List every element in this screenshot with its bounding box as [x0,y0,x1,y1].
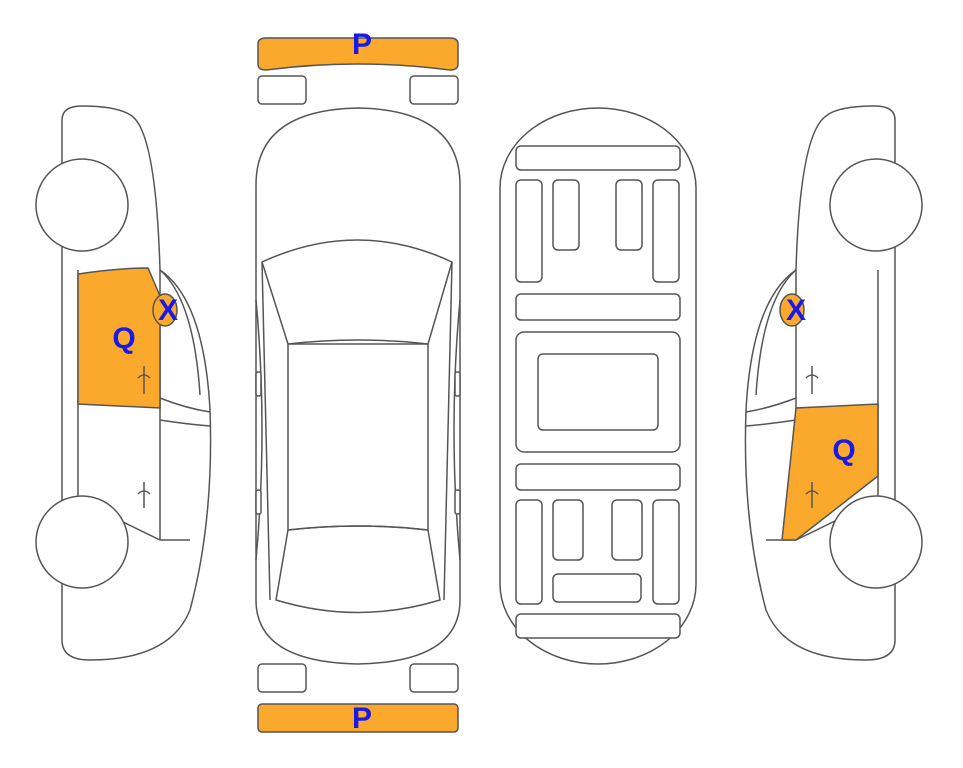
left-side-line [255,299,263,561]
rear-window [275,525,441,614]
right-mirror-top [454,371,461,397]
underside-cross-1 [515,293,681,321]
right-handle-top [454,489,461,515]
right-front-wheel [829,158,923,252]
left-mirror-marker: X [158,294,178,327]
underside-front-bar [515,145,681,171]
left-front-wheel [35,158,129,252]
underside-cross-2 [515,463,681,491]
underside-view [499,107,697,665]
left-front-door-marker: Q [112,322,135,355]
underside-rear-bar [515,613,681,639]
rear-right-light [409,663,459,693]
right-mirror-marker: X [786,294,806,327]
right-rear-handle [805,482,819,508]
underside-rear-left-block [552,499,584,561]
front-bumper-marker: P [352,28,372,61]
left-mirror-top [255,371,262,397]
underside-center-panel [537,353,659,431]
right-rear-wheel [829,495,923,589]
right-side-view: Q X [744,105,923,661]
right-mirror-panel[interactable] [779,293,805,327]
left-rear-handle [137,482,151,508]
front-right-light [409,75,459,105]
windshield [261,239,453,345]
rear-bumper-marker: P [352,702,372,735]
rear-bumper-panel[interactable] [257,703,459,733]
right-front-door-panel[interactable] [781,403,879,541]
right-side-line [453,299,461,561]
right-front-door-marker: Q [832,434,855,467]
left-side-hood-line [159,419,211,427]
front-left-light [257,75,307,105]
right-side-hood-line [745,419,797,427]
underside-front-left-rail [515,179,543,283]
right-pillar [443,261,453,601]
underside-rear-right-rail [652,499,680,605]
rear-left-light [257,663,307,693]
top-view: P P [255,28,461,735]
underside-rear-left-rail [515,499,543,605]
underside-front-left-block [552,179,580,251]
underside-front-right-block [615,179,643,251]
left-mirror-panel[interactable] [152,293,178,327]
left-pillar [261,261,271,601]
right-side-windshield-line [755,269,797,396]
underside-rear-right-block [611,499,643,561]
left-side-roof-line [159,397,211,413]
left-handle-top [255,489,262,515]
left-rear-wheel [35,495,129,589]
top-body-outline [255,107,461,665]
left-front-handle [137,366,151,394]
front-bumper-panel[interactable] [257,37,459,71]
underside-front-right-rail [652,179,680,283]
left-front-door-panel[interactable] [77,267,161,409]
left-side-view: Q X [35,105,212,661]
left-side-windshield-line [159,269,201,396]
right-front-handle [805,366,819,394]
underside-rear-center [552,573,642,603]
right-side-roof-line [745,397,797,413]
